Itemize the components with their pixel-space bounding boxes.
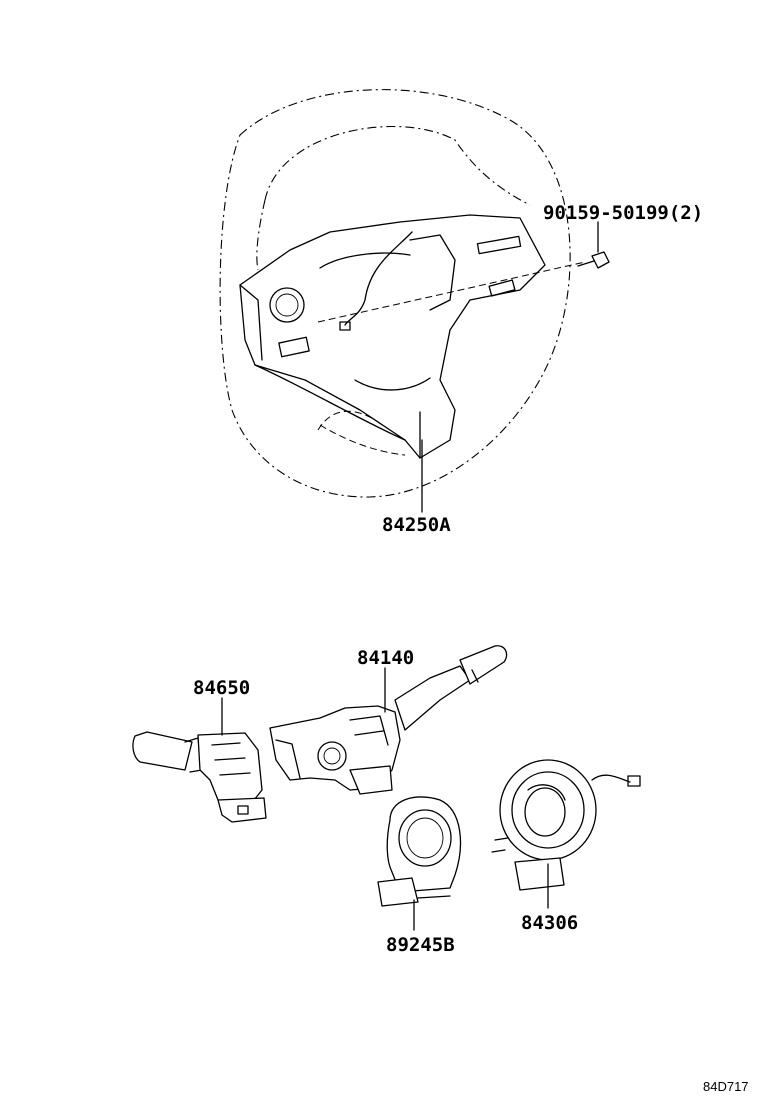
sensor-ring-89245B[interactable] — [377, 796, 462, 907]
label-84650: 84650 — [193, 677, 250, 699]
label-84250A: 84250A — [382, 514, 451, 536]
diagram-code: 84D717 — [703, 1079, 749, 1094]
label-84306: 84306 — [521, 912, 578, 934]
bolt-90159-50199[interactable] — [577, 251, 610, 269]
wiper-switch-84650[interactable] — [132, 731, 267, 823]
combination-switch-84140[interactable] — [269, 645, 508, 795]
label-89245B: 89245B — [386, 934, 455, 956]
label-90159-50199: 90159-50199(2) — [543, 202, 703, 224]
steering-pad-84250A[interactable] — [239, 214, 586, 459]
spiral-cable-84306[interactable] — [491, 759, 641, 891]
steering-wheel — [219, 89, 571, 498]
label-84140: 84140 — [357, 647, 414, 669]
